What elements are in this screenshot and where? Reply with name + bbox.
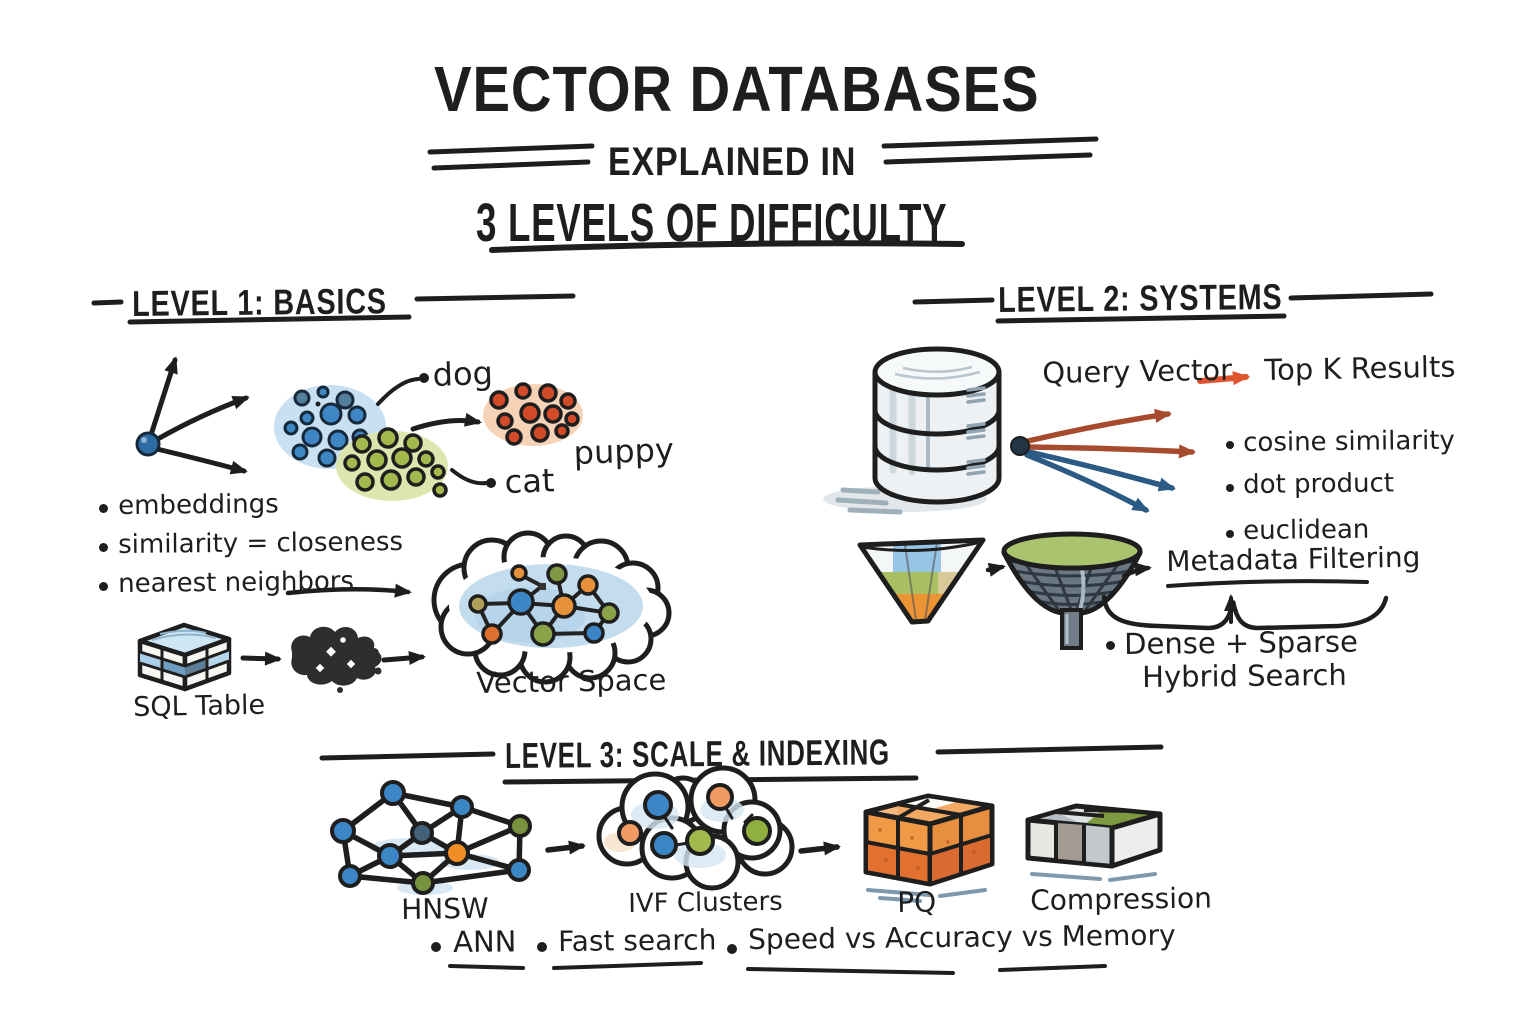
metric-1: cosine similarity — [1243, 425, 1455, 458]
hnsw-graph-icon — [330, 780, 532, 895]
arrow-ivf-to-pq — [798, 841, 841, 856]
level1-heading: LEVEL 1: BASICS — [132, 280, 388, 324]
arrow-sql-to-blob — [240, 651, 282, 666]
hybrid-bullet-dot — [1106, 641, 1115, 650]
level1-bullet-dot-1 — [99, 504, 108, 513]
title-decoration-lines — [427, 136, 1099, 253]
level3-bullet-3: Speed vs Accuracy vs Memory — [748, 918, 1176, 956]
section-header-rules — [91, 291, 1434, 785]
level1-bullet-dot-2 — [99, 543, 108, 552]
level3-bullet-2: Fast search — [558, 923, 717, 958]
arrow-query-to-topk — [1197, 371, 1250, 386]
arrow-funnel1-to-funnel2 — [985, 562, 1006, 577]
level3-bullet-1: ANN — [453, 924, 517, 959]
title-line3: 3 LEVELS OF DIFFICULTY — [476, 193, 948, 253]
hybrid-brace — [1101, 594, 1389, 631]
metric-bullet-dot-2 — [1226, 484, 1234, 492]
bottom-underlines — [448, 961, 1107, 975]
sql-table-label: SQL Table — [133, 689, 266, 723]
level1-bullet-dot-3 — [99, 582, 108, 591]
vector-space-cloud — [431, 530, 672, 685]
vector-axes-icon — [135, 356, 250, 475]
compression-label: Compression — [1030, 881, 1213, 917]
hnsw-label: HNSW — [401, 891, 489, 926]
level2-heading: LEVEL 2: SYSTEMS — [998, 275, 1283, 320]
level3-bullet-dot-3 — [727, 944, 737, 954]
ivf-clusters-icon — [596, 765, 795, 891]
vector-space-label: Vector Space — [476, 662, 667, 700]
embedding-cluster-cat — [336, 427, 496, 501]
layered-funnel-icon — [857, 537, 986, 625]
level3-bullet-dot-1 — [431, 942, 441, 952]
cluster-label-dog: dog — [432, 353, 494, 394]
level1-bullet-1: embeddings — [118, 489, 279, 521]
query-fan-arrows — [1010, 408, 1196, 513]
hybrid-line-2: Hybrid Search — [1142, 657, 1347, 694]
metadata-underline — [1166, 579, 1369, 588]
arrow-hnsw-to-ivf — [545, 840, 586, 855]
level1-bullet-3: nearest neighbors — [118, 566, 355, 599]
cluster-label-puppy: puppy — [573, 430, 675, 472]
sql-table-icon — [137, 622, 232, 692]
noise-blob-icon — [291, 626, 382, 693]
pq-cube-icon — [863, 793, 995, 903]
cluster-label-cat: cat — [504, 461, 556, 501]
embedding-cluster-puppy — [410, 382, 583, 446]
mesh-funnel-icon — [1001, 531, 1143, 650]
metric-2: dot product — [1243, 468, 1395, 500]
compression-brick-icon — [1025, 803, 1163, 882]
pq-label: PQ — [897, 885, 937, 919]
level3-heading: LEVEL 3: SCALE & INDEXING — [505, 731, 890, 776]
metric-bullet-dot-1 — [1226, 441, 1234, 449]
arrow-funnel2-to-metadata — [1121, 562, 1152, 579]
level3-bullet-dot-2 — [537, 942, 547, 952]
hybrid-line-1: Dense + Sparse — [1124, 624, 1359, 661]
topk-results-label: Top K Results — [1264, 349, 1456, 387]
query-vector-label: Query Vector — [1042, 352, 1233, 390]
ivf-clusters-label: IVF Clusters — [628, 886, 783, 919]
arrow-blob-to-cloud — [381, 651, 426, 666]
level1-bullet-2: similarity = closeness — [118, 527, 404, 560]
metric-bullet-dot-3 — [1226, 530, 1234, 538]
title-line1: VECTOR DATABASES — [434, 53, 1040, 125]
metadata-filtering-label: Metadata Filtering — [1166, 540, 1421, 578]
nearest-neighbors-arrow — [285, 583, 412, 598]
database-icon — [823, 346, 1002, 515]
title-line2: EXPLAINED IN — [608, 140, 857, 184]
